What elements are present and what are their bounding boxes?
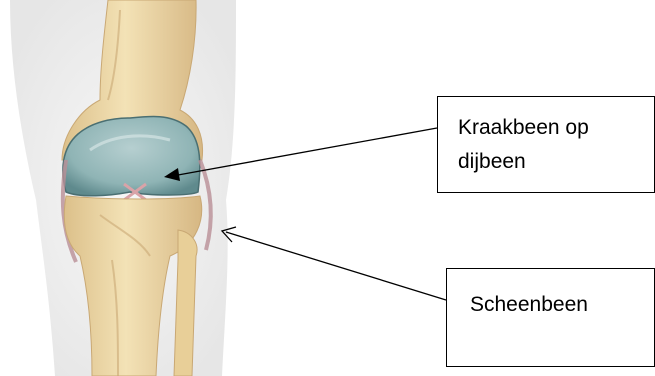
cartilage-label-line1: Kraakbeen op <box>458 111 654 145</box>
shin-label-box: Scheenbeen <box>446 268 655 367</box>
cartilage-label-box: Kraakbeen op dijbeen <box>437 96 655 193</box>
shin-arrow-line <box>226 232 446 300</box>
cartilage-label-line2: dijbeen <box>458 145 654 179</box>
knee-joint-anatomy-icon <box>10 0 236 376</box>
shin-label: Scheenbeen <box>470 288 654 322</box>
